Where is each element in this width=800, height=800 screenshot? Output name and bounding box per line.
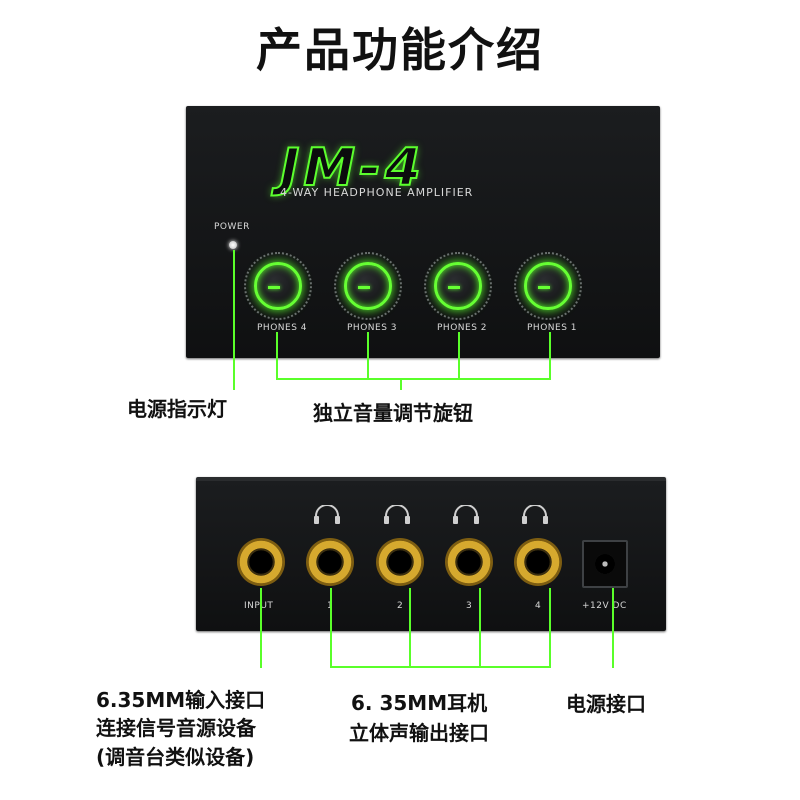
callout-line bbox=[330, 666, 551, 668]
headphone-icon bbox=[314, 505, 340, 524]
headphone-icon bbox=[522, 505, 548, 524]
volume-knob-phones-3[interactable] bbox=[334, 252, 402, 320]
label-input-line3: (调音台类似设备) bbox=[96, 745, 255, 769]
power-led-icon bbox=[229, 241, 237, 249]
output-jack-1[interactable] bbox=[306, 538, 354, 586]
label-power-indicator: 电源指示灯 bbox=[127, 397, 227, 421]
callout-line bbox=[458, 332, 460, 380]
knob-label-phones-3: PHONES 3 bbox=[347, 323, 397, 333]
label-input-line1: 6.35MM输入接口 bbox=[96, 688, 266, 712]
callout-line bbox=[400, 380, 402, 390]
knob-glow-icon bbox=[254, 262, 302, 310]
product-logo: JM-4 bbox=[279, 137, 425, 199]
headphone-icon bbox=[384, 505, 410, 524]
callout-line-dc bbox=[612, 588, 614, 668]
callout-line bbox=[276, 378, 551, 380]
output-label-3: 3 bbox=[466, 601, 473, 611]
callout-line bbox=[479, 588, 481, 668]
callout-line bbox=[549, 332, 551, 380]
label-output-line2: 立体声输出接口 bbox=[349, 721, 489, 745]
volume-knob-phones-4[interactable] bbox=[244, 252, 312, 320]
power-label: POWER bbox=[214, 222, 250, 232]
output-label-4: 4 bbox=[535, 601, 542, 611]
label-volume-knobs: 独立音量调节旋钮 bbox=[313, 401, 473, 425]
dc-label: +12V DC bbox=[582, 601, 627, 611]
output-label-2: 2 bbox=[397, 601, 404, 611]
label-power-port: 电源接口 bbox=[566, 692, 646, 716]
callout-line-input bbox=[260, 588, 262, 668]
page-title: 产品功能介绍 bbox=[256, 23, 544, 77]
volume-knob-phones-1[interactable] bbox=[514, 252, 582, 320]
knob-label-phones-2: PHONES 2 bbox=[437, 323, 487, 333]
product-subtitle: 4-WAY HEADPHONE AMPLIFIER bbox=[280, 186, 474, 199]
callout-line bbox=[367, 332, 369, 380]
label-input-line2: 连接信号音源设备 bbox=[96, 716, 256, 740]
callout-line bbox=[330, 588, 332, 668]
knob-label-phones-1: PHONES 1 bbox=[527, 323, 577, 333]
knob-label-phones-4: PHONES 4 bbox=[257, 323, 307, 333]
dc-power-jack[interactable] bbox=[582, 540, 628, 588]
label-output-line1: 6. 35MM耳机 bbox=[351, 691, 488, 715]
output-jack-2[interactable] bbox=[376, 538, 424, 586]
callout-line-power bbox=[233, 250, 235, 390]
headphone-icon bbox=[453, 505, 479, 524]
callout-line bbox=[276, 332, 278, 380]
output-jack-3[interactable] bbox=[445, 538, 493, 586]
callout-line bbox=[409, 588, 411, 668]
input-jack[interactable] bbox=[237, 538, 285, 586]
input-label: INPUT bbox=[244, 601, 274, 611]
callout-line bbox=[549, 588, 551, 668]
output-label-1: 1 bbox=[327, 601, 333, 611]
volume-knob-phones-2[interactable] bbox=[424, 252, 492, 320]
output-jack-4[interactable] bbox=[514, 538, 562, 586]
